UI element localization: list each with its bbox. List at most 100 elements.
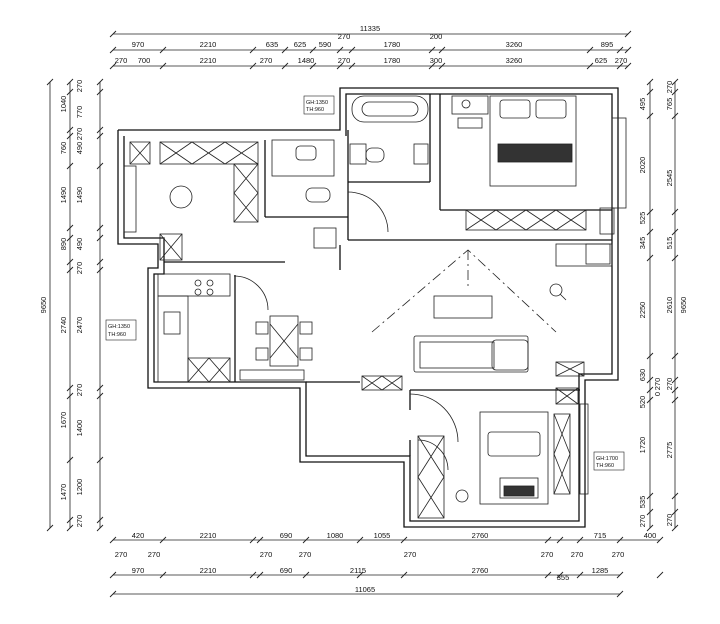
dim-tick-bot-10 — [616, 536, 624, 544]
dim-bot-x6: 270 — [541, 550, 554, 559]
dim-tick-top2-11 — [624, 62, 632, 70]
dim-bot-r2-d: 2115 — [350, 566, 366, 575]
dim-tick-left2-13 — [96, 524, 104, 532]
dim-tick-right-8 — [646, 386, 654, 394]
dim-tick-bot-8 — [556, 536, 564, 544]
dim-left-c1-g: 1470 — [59, 484, 68, 501]
dim-tick-top2-1 — [159, 62, 167, 70]
dim-left-c2-a: 770 — [75, 106, 84, 119]
dim-tick-right2-11 — [671, 508, 679, 516]
dim-left-c1-a: 1040 — [59, 96, 68, 113]
dim-tick-bot-4 — [302, 536, 310, 544]
dim-tick-top2-3 — [281, 62, 289, 70]
dim-tick-left-4 — [66, 162, 74, 170]
dim-bot-overall: 11065 — [355, 585, 375, 594]
dim-left-c2-x2: 270 — [75, 128, 84, 141]
dim-tick-top-o2 — [624, 30, 632, 38]
dim-tick-left-1 — [66, 88, 74, 96]
kitchen — [157, 273, 231, 383]
dim-tick-right2-0 — [671, 78, 679, 86]
dim-tick-top2-6 — [348, 62, 356, 70]
dim-tick-left-9 — [66, 384, 74, 392]
dim-tick-bot-3 — [256, 536, 264, 544]
dim-tick-right2-8 — [671, 386, 679, 394]
dim-right-overall: 9650 — [679, 297, 688, 314]
dim-right-c1-e: 2775 — [665, 442, 674, 459]
dim-tick-left-0 — [66, 78, 74, 86]
dim-tick-top2-10 — [616, 62, 624, 70]
dim-left-c1-d: 890 — [59, 238, 68, 251]
dim-top-r1-x2: 200 — [430, 32, 443, 41]
doors — [233, 191, 459, 471]
dim-tick-bot2-2 — [249, 571, 257, 579]
dim-tick-right-3 — [646, 208, 654, 216]
dim-tick-bot2-11 — [656, 571, 664, 579]
dim-left-c2-x4: 270 — [75, 384, 84, 397]
dim-top-r1-h: 895 — [601, 40, 614, 49]
bedroom-master — [451, 95, 577, 187]
dim-bot-r1-a: 420 — [132, 531, 145, 540]
dim-tick-right2-10 — [671, 492, 679, 500]
dim-tick-left-o2 — [46, 524, 54, 532]
dim-tick-left2-8 — [96, 266, 104, 274]
dim-tick-top-o1 — [109, 30, 117, 38]
dim-right-c1-a: 765 — [665, 98, 674, 111]
dim-bot-r1-b: 2210 — [200, 531, 217, 540]
dim-bot-r2-b: 2210 — [200, 566, 217, 575]
dim-bot-x8: 270 — [612, 550, 625, 559]
dim-tick-right2-7 — [671, 376, 679, 384]
dimension-ticks — [46, 30, 679, 598]
dim-right-c2-a: 495 — [638, 98, 647, 111]
dim-tick-bot2-8 — [556, 571, 564, 579]
dim-tick-top-11 — [624, 46, 632, 54]
dim-top-r1-b: 2210 — [200, 40, 217, 49]
study-room — [123, 165, 193, 233]
dim-tick-top-4 — [309, 46, 317, 54]
dim-tick-left-5 — [66, 224, 74, 232]
dim-tick-right-1 — [646, 88, 654, 96]
dim-top-r2-f: 270 — [338, 56, 351, 65]
dim-right-c1-b: 2545 — [665, 170, 674, 187]
dim-left-c2-b: 490 — [75, 142, 84, 155]
dim-tick-left2-12 — [96, 516, 104, 524]
dim-right-c2-x2: 0 — [653, 392, 662, 396]
dim-bot-r2-c: 690 — [280, 566, 293, 575]
dim-bot-r1-f: 2760 — [472, 531, 489, 540]
dim-tick-right-7 — [646, 376, 654, 384]
dim-top-r1-g: 3260 — [506, 40, 523, 49]
dim-right-c2-h: 1720 — [638, 437, 647, 454]
dim-tick-left2-7 — [96, 258, 104, 266]
dim-tick-bot-0 — [109, 536, 117, 544]
dim-bot-x3: 270 — [260, 550, 273, 559]
dim-tick-left2-9 — [96, 384, 104, 392]
dim-top-r2-i: 3260 — [506, 56, 523, 65]
dim-top-r2-d: 270 — [260, 56, 273, 65]
dim-right-c2-f: 630 — [638, 369, 647, 382]
dim-bot-x2: 270 — [148, 550, 161, 559]
dim-tick-left2-11 — [96, 456, 104, 464]
bathroom-tag-gh: GH:1350 — [306, 100, 328, 106]
dim-top-r2-e: 1480 — [298, 56, 315, 65]
dim-tick-bot2-9 — [576, 571, 584, 579]
dim-bot-x4: 270 — [299, 550, 312, 559]
dim-tick-top-9 — [586, 46, 594, 54]
dim-tick-right-9 — [646, 396, 654, 404]
dim-tick-left2-6 — [96, 234, 104, 242]
dim-right-c2-g: 520 — [638, 396, 647, 409]
dim-tick-bot-7 — [544, 536, 552, 544]
dim-right-c1-d: 2610 — [665, 297, 674, 314]
dim-tick-left-6 — [66, 234, 74, 242]
kitchen-tag-th: TH:960 — [108, 332, 126, 338]
dim-tick-top-10 — [616, 46, 624, 54]
dim-right-c2-c: 525 — [638, 212, 647, 225]
dim-tick-bot2-3 — [256, 571, 264, 579]
dim-tick-left2-4 — [96, 162, 104, 170]
dim-bot-r2-g: 1285 — [592, 566, 609, 575]
dim-tick-left-2 — [66, 126, 74, 134]
dim-tick-bot2-4 — [302, 571, 310, 579]
dim-left-c1-c: 1490 — [59, 187, 68, 204]
kitchen-tag-gh: GH:1350 — [108, 324, 130, 330]
dim-right-c1-c: 515 — [665, 237, 674, 250]
dim-tick-top-6 — [348, 46, 356, 54]
dim-tick-top-2 — [249, 46, 257, 54]
